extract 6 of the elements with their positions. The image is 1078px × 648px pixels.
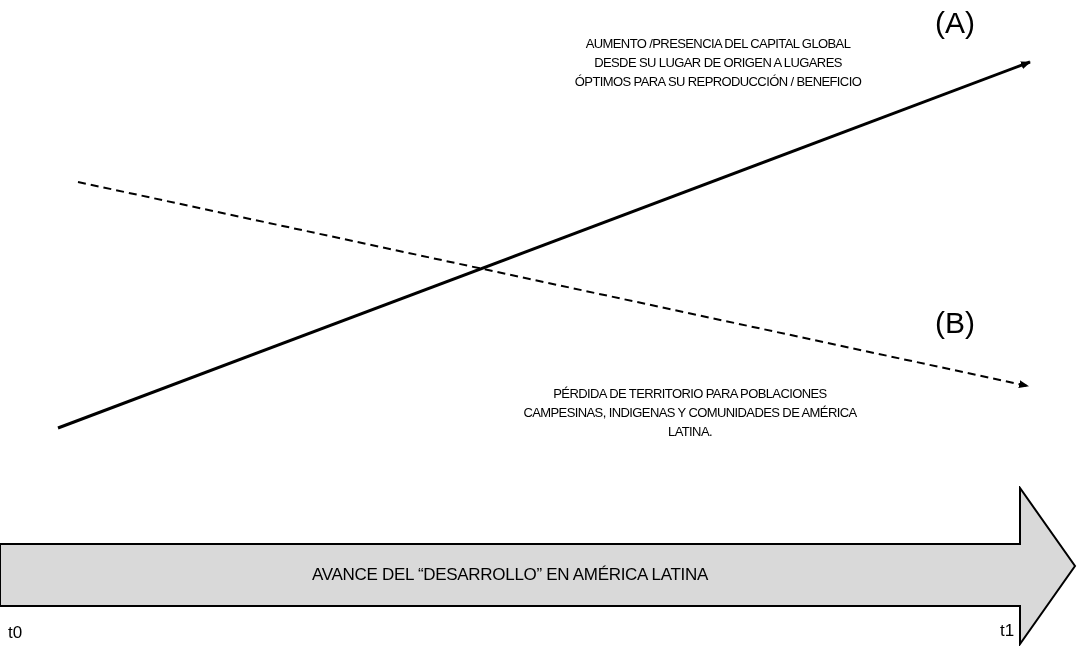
time-label: t1	[1000, 622, 1015, 639]
series-label: (B)	[935, 308, 975, 338]
time-label: t0	[8, 624, 23, 641]
annotation-text: AUMENTO /PRESENCIA DEL CAPITAL GLOBAL DESDE SU LUGAR DE ORIGEN A LUGARES ÓPTIMOS PARA SU REPRODUCCIÓN / BENEFICIO	[573, 35, 863, 91]
series-label: (A)	[935, 8, 975, 38]
annotation-text: PÉRDIDA DE TERRITORIO PARA POBLACIONES CAMPESINAS, INDIGENAS Y COMUNIDADES DE AMÉRICA LATINA.	[522, 385, 858, 441]
